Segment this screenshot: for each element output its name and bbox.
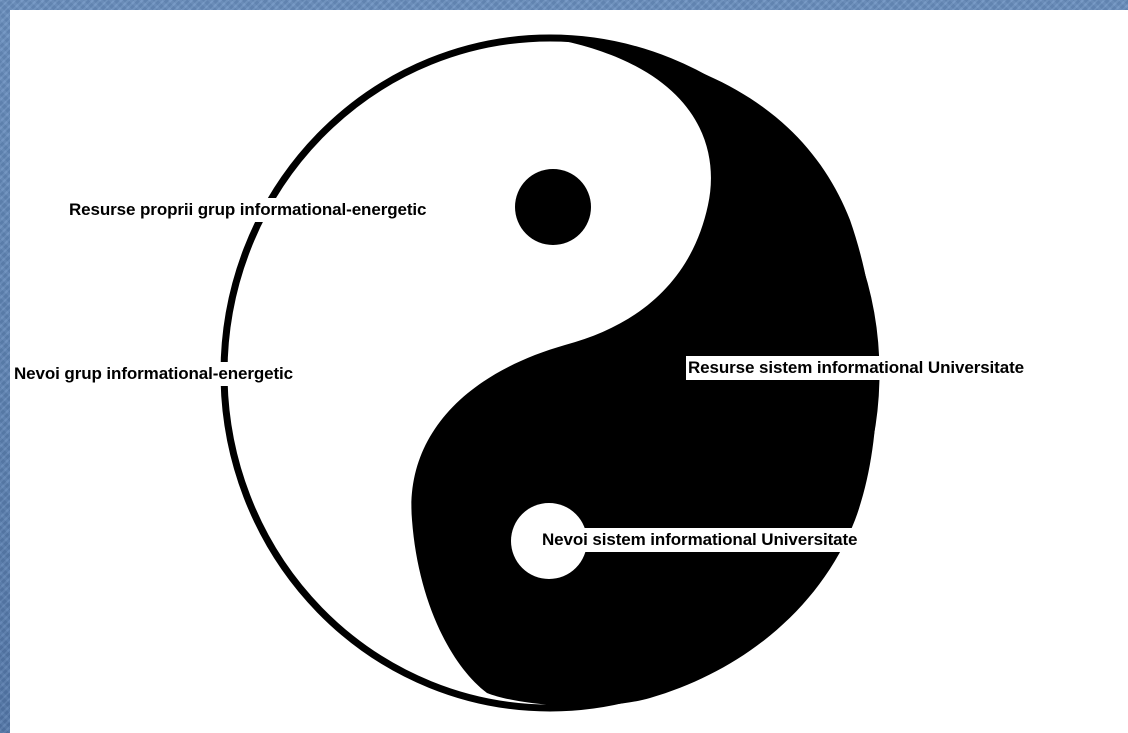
label-resurse-grup: Resurse proprii grup informational-energ… — [67, 198, 429, 222]
label-resurse-sistem: Resurse sistem informational Universitat… — [686, 356, 1027, 380]
label-nevoi-grup: Nevoi grup informational-energetic — [12, 362, 296, 386]
yin-yang-dark-dot — [515, 169, 591, 245]
label-nevoi-sistem: Nevoi sistem informational Universitate — [540, 528, 860, 552]
